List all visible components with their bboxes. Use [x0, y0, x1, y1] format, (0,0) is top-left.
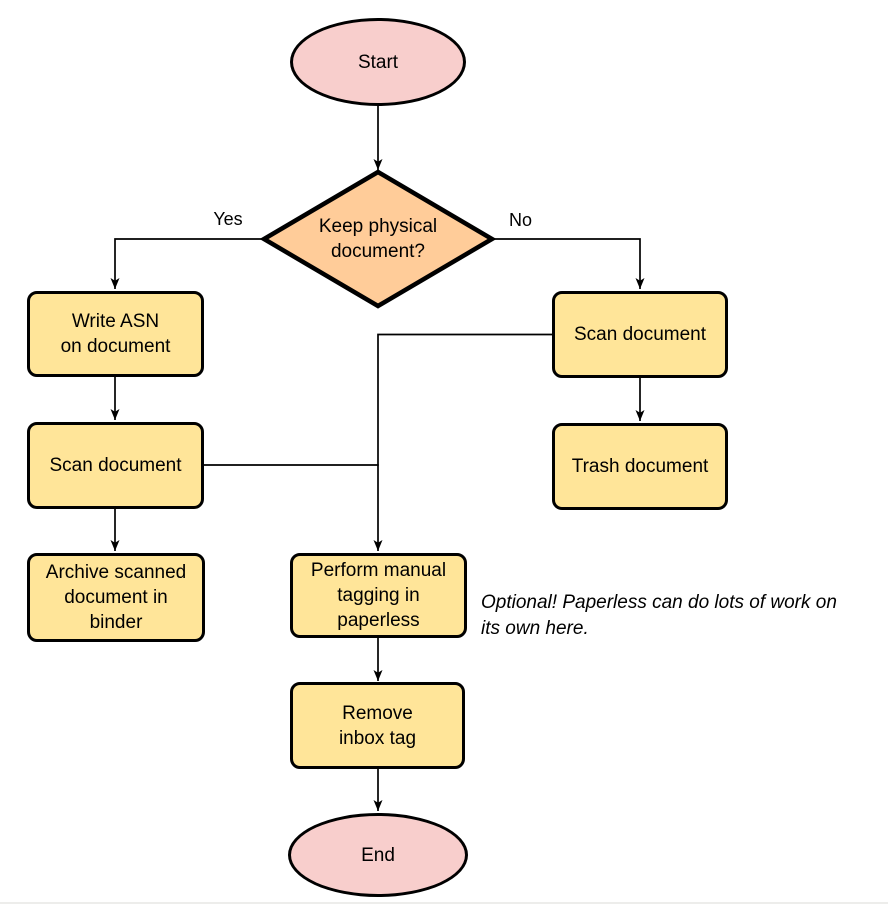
edge-label-yes: Yes — [213, 209, 243, 229]
edge-decision-scan-right — [492, 238, 645, 289]
node-start: Start — [290, 18, 466, 106]
node-scan-left: Scan document — [27, 422, 204, 509]
node-end: End — [288, 813, 468, 897]
node-decision-shape — [259, 169, 497, 309]
node-archive: Archive scanned document in binder — [27, 553, 205, 642]
node-write-asn-label: Write ASN on document — [60, 311, 171, 357]
optional-annotation: Optional! Paperless can do lots of work … — [481, 592, 837, 639]
edge-decision-write-asn — [110, 238, 264, 289]
node-trash: Trash document — [552, 423, 728, 510]
node-remove-inbox: Remove inbox tag — [290, 682, 465, 769]
node-decision-label-box: Keep physical document? — [278, 211, 478, 267]
node-write-asn: Write ASN on document — [27, 291, 204, 377]
node-tagging: Perform manual tagging in paperless — [290, 553, 467, 638]
node-scan-right-label: Scan document — [573, 324, 707, 345]
node-remove-inbox-label: Remove inbox tag — [338, 702, 417, 749]
node-scan-left-label: Scan document — [49, 455, 182, 476]
node-archive-label: Archive scanned document in binder — [45, 562, 187, 633]
node-end-label: End — [361, 844, 395, 866]
edge-label-no: No — [508, 210, 532, 230]
node-decision-label: Keep physical document? — [318, 216, 438, 262]
edge-scan-right-tagging — [373, 333, 552, 551]
node-tagging-label: Perform manual tagging in paperless — [310, 560, 447, 631]
bottom-divider — [0, 902, 888, 904]
node-start-label: Start — [357, 51, 399, 73]
node-scan-right: Scan document — [552, 291, 728, 378]
node-trash-label: Trash document — [571, 456, 709, 477]
